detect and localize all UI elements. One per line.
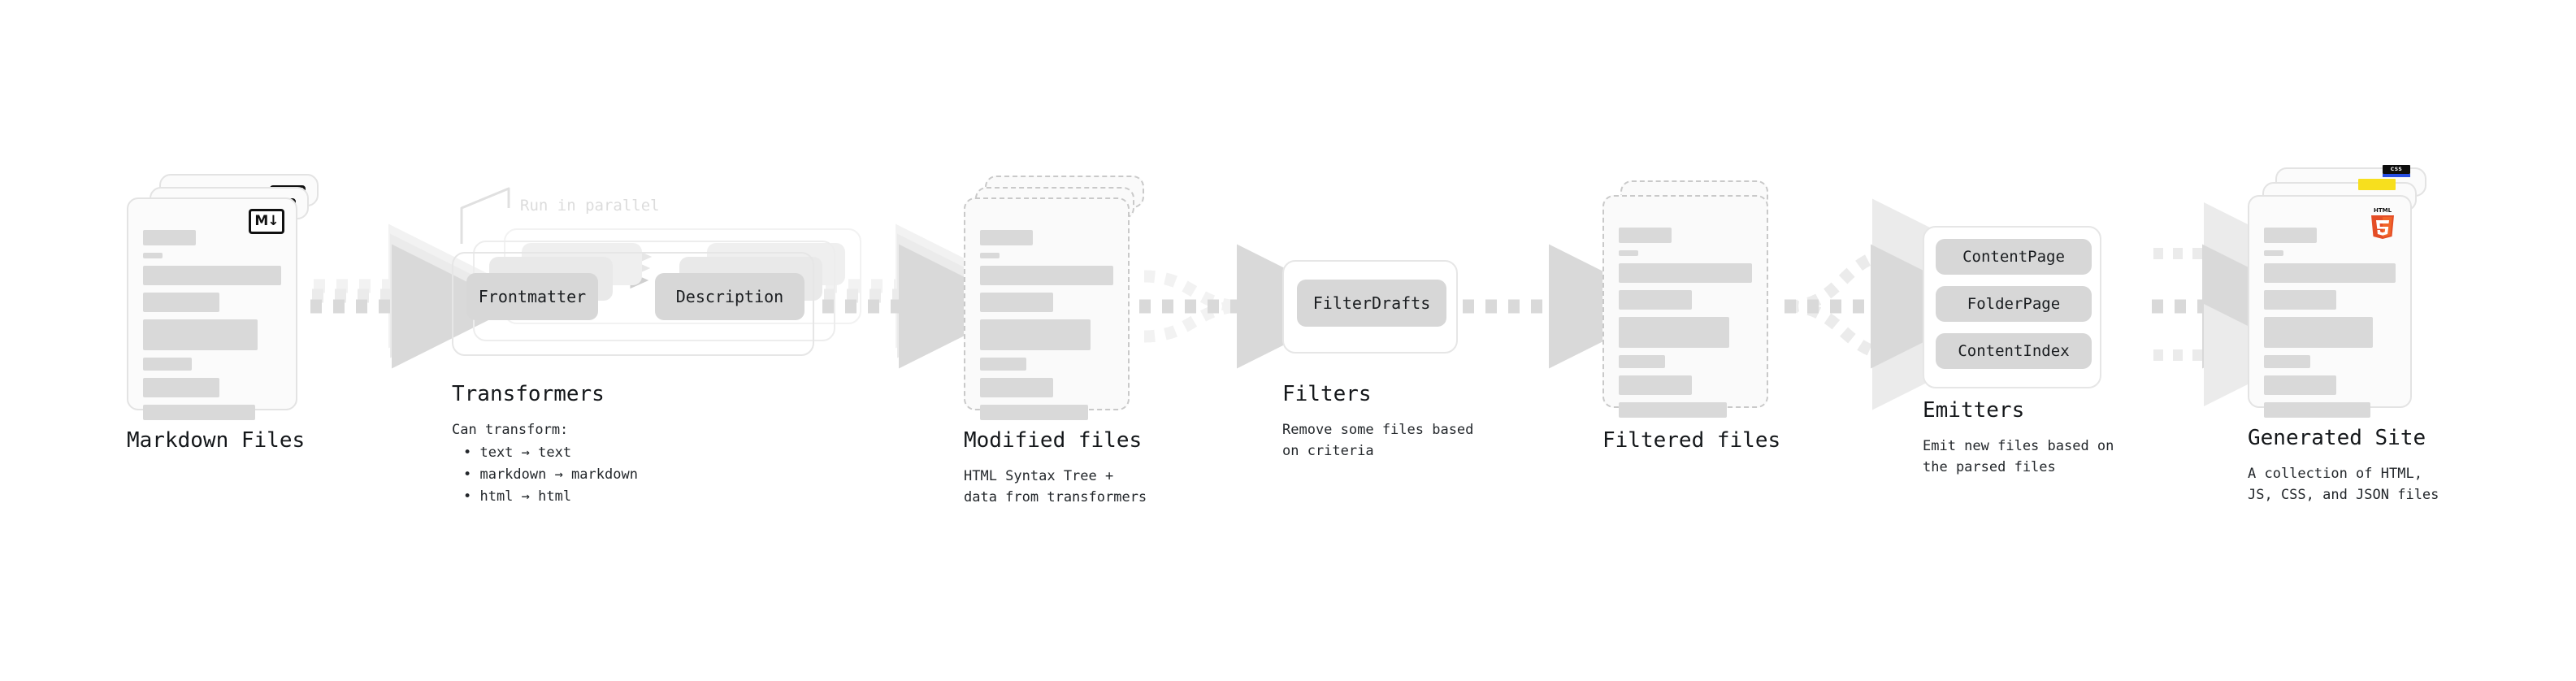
emitters-group[interactable]: ContentPage FolderPage ContentIndex xyxy=(1923,226,2101,388)
emitter-node-contentpage[interactable]: ContentPage xyxy=(1936,239,2092,275)
markdown-card-front: M↓ xyxy=(127,197,297,420)
filtered-card-front xyxy=(1602,195,1768,418)
svg-text:HTML: HTML xyxy=(2374,207,2392,214)
arrow-modified-to-filters xyxy=(1139,244,1361,369)
stage-label-filtered: Filtered files xyxy=(1602,428,1781,453)
arrow-markdown-to-transformers xyxy=(310,223,516,369)
transformers-bullet-2: • html → html xyxy=(463,488,572,505)
stage-label-filters: Filters xyxy=(1282,382,1372,406)
html5-badge-icon: HTML xyxy=(2368,205,2397,242)
filter-node-filterdrafts[interactable]: FilterDrafts xyxy=(1297,280,1446,327)
stage-label-generated: Generated Site xyxy=(2248,426,2426,450)
emitter-node-contentindex[interactable]: ContentIndex xyxy=(1936,333,2092,369)
filters-caption: Remove some files based on criteria xyxy=(1282,422,1474,460)
stage-label-modified: Modified files xyxy=(964,428,1143,453)
transformers-bullet-0: • text → text xyxy=(463,445,572,461)
modified-caption: HTML Syntax Tree + data from transformer… xyxy=(964,468,1147,506)
placeholder-bars xyxy=(980,217,1113,427)
emitters-caption: Emit new files based on the parsed files xyxy=(1923,438,2114,476)
transformers-bullet-1: • markdown → markdown xyxy=(463,466,638,483)
transformer-node-description[interactable]: Description xyxy=(655,273,804,320)
filters-group[interactable]: FilterDrafts xyxy=(1282,260,1458,354)
transformers-caption-head: Can transform: xyxy=(452,422,569,438)
placeholder-bars xyxy=(143,217,281,427)
run-in-parallel-bracket xyxy=(460,187,510,244)
arrow-filtered-to-emitters xyxy=(1785,198,1995,410)
placeholder-bars xyxy=(2264,215,2396,425)
css-badge-icon: CSS xyxy=(2383,165,2410,177)
generated-card-front: HTML xyxy=(2248,195,2412,418)
run-in-parallel-label: Run in parallel xyxy=(520,197,660,215)
transformer-group-front[interactable]: Frontmatter Description xyxy=(452,252,814,356)
js-badge-icon xyxy=(2358,179,2396,190)
stage-label-markdown: Markdown Files xyxy=(127,428,306,453)
emitter-node-folderpage[interactable]: FolderPage xyxy=(1936,286,2092,322)
arrow-emitters-to-generated xyxy=(2152,202,2327,406)
generated-caption: A collection of HTML, JS, CSS, and JSON … xyxy=(2248,466,2439,504)
stage-label-emitters: Emitters xyxy=(1923,398,2025,423)
transformer-node-frontmatter[interactable]: Frontmatter xyxy=(466,273,598,320)
modified-card-front xyxy=(964,197,1130,420)
markdown-badge-icon: M↓ xyxy=(249,209,284,234)
stage-label-transformers: Transformers xyxy=(452,382,605,406)
placeholder-bars xyxy=(1619,215,1752,425)
